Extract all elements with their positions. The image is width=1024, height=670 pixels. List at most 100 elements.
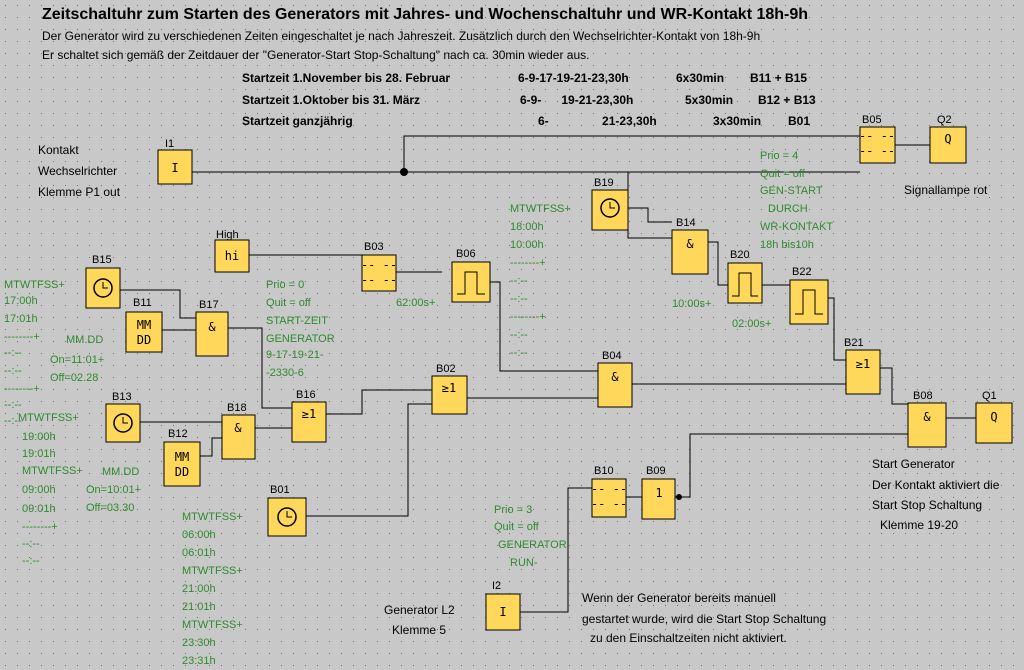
block-b08[interactable]: B08 &	[907, 390, 947, 448]
block-b09-body[interactable]	[641, 478, 676, 520]
pulse-icon	[732, 272, 758, 297]
block-b08-body[interactable]	[907, 402, 947, 448]
block-b19-body[interactable]	[591, 189, 629, 231]
block-b10-name: B10	[594, 465, 614, 477]
block-b13[interactable]: B13	[105, 391, 141, 443]
block-i2[interactable]: I2 I	[485, 580, 521, 631]
block-b13-name: B13	[112, 391, 132, 403]
pulse-icon	[795, 289, 823, 315]
block-b14-symbol: &	[686, 237, 694, 251]
block-q2-name: Q2	[937, 114, 952, 126]
block-b06-body[interactable]	[451, 261, 491, 303]
block-b04-body[interactable]	[597, 362, 633, 408]
param-b13-line: 19:00h	[22, 431, 56, 443]
param-b11-line: MM.DD	[66, 334, 103, 346]
block-i1-symbol: I	[171, 161, 178, 175]
block-b02[interactable]: B02 ≥1	[431, 363, 468, 415]
block-b12-body[interactable]	[163, 441, 201, 487]
param-b15-line: MTWTFSS+	[4, 279, 65, 291]
block-b17[interactable]: B17 &	[195, 299, 229, 357]
block-b16[interactable]: B16 ≥1	[291, 389, 327, 443]
block-b02-name: B02	[436, 363, 456, 375]
block-b20[interactable]: B20	[727, 249, 763, 304]
param-b19: MTWTFSS+ 18:00h 10:00h --------+ --:-- -…	[510, 203, 571, 359]
block-i1[interactable]: I1 I	[157, 138, 193, 185]
block-b10[interactable]: B10 -- -- -- --	[591, 465, 627, 518]
param-b19-line: --------+	[510, 311, 546, 323]
wire-b09-b08	[675, 433, 908, 498]
note-gen-line: Generator L2	[384, 603, 455, 617]
junction-dot	[400, 168, 408, 176]
block-b12-symbol-dd: DD	[175, 465, 189, 479]
block-b02-body[interactable]	[431, 375, 468, 415]
block-b04[interactable]: B04 &	[597, 350, 633, 408]
block-b21[interactable]: B21 ≥1	[844, 337, 881, 395]
param-b13: MTWTFSS+ 19:00h 19:01h MTWTFSS+ 09:00h 0…	[18, 412, 83, 567]
block-b10-body[interactable]	[591, 478, 627, 518]
block-b18[interactable]: B18 &	[221, 402, 256, 460]
block-b16-symbol: ≥1	[302, 407, 316, 421]
block-b08-name: B08	[913, 390, 933, 402]
block-b03-body[interactable]	[361, 254, 397, 292]
block-b18-body[interactable]	[221, 414, 256, 460]
block-b15-name: B15	[92, 254, 112, 266]
block-q1-body[interactable]	[975, 402, 1013, 444]
block-b21-body[interactable]	[845, 349, 881, 395]
block-b03-symbol: -- --	[361, 258, 397, 272]
param-b05-line: 18h bis10h	[760, 239, 814, 251]
block-b22-body[interactable]	[789, 279, 829, 325]
wires	[118, 135, 976, 613]
block-b05-symbol: -- --	[859, 129, 895, 143]
block-b17-body[interactable]	[195, 311, 229, 357]
block-b01[interactable]: B01	[267, 484, 307, 537]
wire-b16-b02	[326, 389, 432, 415]
note-kontakt-line: Klemme P1 out	[38, 185, 121, 199]
block-i1-body[interactable]	[157, 149, 193, 185]
block-b15[interactable]: B15	[85, 254, 121, 309]
block-b20-body[interactable]	[727, 262, 763, 304]
param-b03: Prio = 0 Quit = off START-ZEIT GENERATOR…	[266, 279, 335, 379]
block-b16-body[interactable]	[291, 401, 327, 443]
block-b11-symbol-dd: DD	[137, 333, 151, 347]
block-i2-body[interactable]	[485, 593, 521, 631]
block-b06[interactable]: B06	[451, 248, 491, 303]
param-b12-line: On=10:01+	[86, 484, 141, 496]
block-b09[interactable]: B09 1	[641, 465, 676, 520]
note-manual-start: Wenn der Generator bereits manuell gesta…	[582, 591, 826, 645]
clock-hands-icon	[122, 417, 128, 424]
block-b05[interactable]: B05 -- -- -- --	[859, 114, 896, 164]
param-b10: Prio = 3 Quit = off GENERATOR RUN-	[494, 504, 567, 569]
param-b01-line: 21:01h	[182, 601, 216, 613]
clock-icon	[277, 507, 297, 527]
clock-icon	[600, 198, 620, 218]
block-b04-name: B04	[602, 350, 622, 362]
schedule-row-3-label: Startzeit ganzjährig	[242, 114, 353, 128]
block-b12[interactable]: B12 MM DD	[163, 428, 201, 487]
block-q1[interactable]: Q1 Q	[975, 390, 1013, 444]
block-i2-symbol: I	[499, 605, 506, 619]
block-b11-body[interactable]	[125, 311, 163, 353]
block-b14-body[interactable]	[671, 229, 709, 275]
param-b05-line: Prio = 4	[760, 150, 798, 162]
param-b15-line: --------+	[4, 331, 40, 343]
block-b05-body[interactable]	[859, 126, 896, 164]
block-b19[interactable]: B19	[591, 177, 629, 231]
block-high[interactable]: High hi	[214, 229, 250, 273]
block-high-name: High	[216, 229, 239, 241]
block-q2[interactable]: Q2 Q	[929, 114, 967, 164]
param-b03-line: Quit = off	[266, 297, 312, 309]
param-b01-line: MTWTFSS+	[182, 565, 243, 577]
wire-b22-b21	[828, 297, 846, 361]
param-b19-line: --:--	[510, 275, 528, 287]
block-b16-name: B16	[296, 389, 316, 401]
block-high-body[interactable]	[214, 239, 250, 273]
block-b03[interactable]: B03 -- -- -- --	[361, 241, 397, 292]
wire-i2-b10	[520, 487, 592, 613]
note-manual-line: gestartet wurde, wird die Start Stop Sch…	[582, 612, 826, 626]
block-b17-symbol: &	[208, 320, 216, 334]
block-b14[interactable]: B14 &	[671, 217, 709, 275]
block-b11[interactable]: B11 MM DD	[125, 297, 163, 353]
block-b22[interactable]: B22	[789, 266, 829, 325]
block-q2-body[interactable]	[929, 126, 967, 164]
